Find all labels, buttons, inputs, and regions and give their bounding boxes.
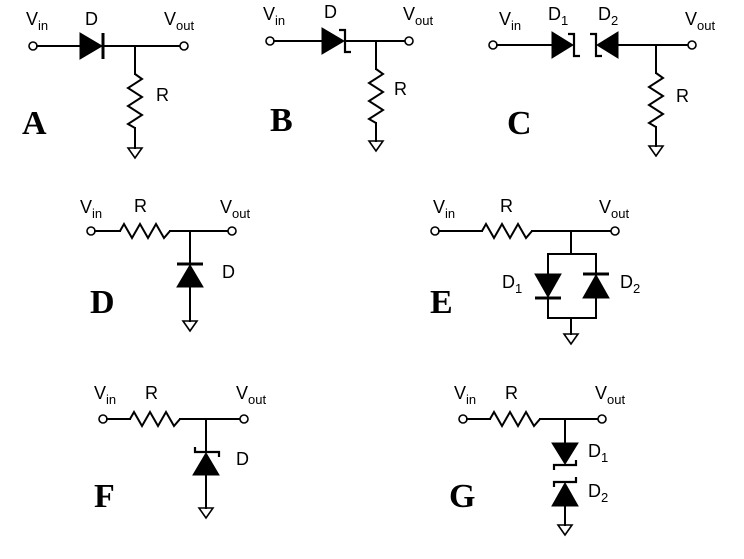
circuit-a: Vin D Vout R A — [22, 9, 194, 160]
vin-terminal — [265, 36, 275, 46]
diode-1-label: D1 — [588, 441, 608, 465]
vout-terminal — [239, 414, 249, 424]
vin-label: Vin — [80, 197, 102, 221]
vin-terminal — [488, 40, 498, 50]
circuit-letter-g: G — [449, 478, 475, 515]
circuit-g: Vin R Vout D1 D2 G — [449, 383, 625, 537]
resistor-symbol — [647, 72, 665, 128]
resistor-symbol — [367, 68, 385, 124]
circuit-letter-e: E — [430, 284, 453, 321]
zener-diode-2-symbol — [551, 481, 579, 507]
vin-terminal — [98, 414, 108, 424]
resistor-symbol — [489, 409, 541, 429]
ground-symbol — [562, 333, 580, 346]
ground-symbol — [367, 140, 385, 153]
vin-terminal — [430, 226, 440, 236]
diode-2-label: D2 — [588, 481, 608, 505]
diode-symbol — [176, 264, 204, 288]
diode-label: D — [85, 9, 98, 29]
zener-diode-2-symbol — [596, 31, 619, 59]
vout-label: Vout — [599, 197, 629, 221]
resistor-symbol — [129, 409, 181, 429]
vin-label: Vin — [263, 4, 285, 28]
vin-label: Vin — [26, 9, 48, 33]
resistor-label: R — [145, 383, 158, 403]
diode-label: D — [236, 449, 249, 469]
circuit-e: Vin R Vout D1 D2 E — [430, 196, 640, 346]
ground-symbol — [556, 524, 574, 537]
ground-symbol — [126, 147, 144, 160]
diode-2-label: D2 — [620, 272, 640, 296]
vout-terminal — [687, 40, 697, 50]
vin-terminal — [458, 414, 468, 424]
vout-terminal — [227, 226, 237, 236]
circuit-d: Vin R Vout D D — [80, 196, 250, 333]
circuit-letter-a: A — [22, 105, 47, 142]
circuit-f: Vin R Vout D F — [94, 383, 266, 520]
circuit-letter-d: D — [90, 284, 115, 321]
circuit-c: Vin D1 D2 Vout R C — [488, 4, 715, 158]
circuit-letter-b: B — [270, 102, 293, 139]
resistor-label: R — [676, 86, 689, 106]
ground-symbol — [181, 320, 199, 333]
resistor-symbol — [481, 221, 533, 241]
circuit-b: Vin D Vout R B — [263, 2, 433, 153]
vout-label: Vout — [236, 383, 266, 407]
vin-label: Vin — [499, 9, 521, 33]
resistor-label: R — [500, 196, 513, 216]
vout-label: Vout — [164, 9, 194, 33]
diode-1-symbol — [534, 273, 562, 299]
vout-label: Vout — [685, 9, 715, 33]
zener-diode-symbol — [321, 27, 345, 55]
diode-symbol — [79, 32, 103, 60]
diode-2-symbol — [582, 273, 610, 299]
vout-terminal — [597, 414, 607, 424]
vin-terminal — [28, 41, 38, 51]
diode-1-label: D1 — [502, 272, 522, 296]
ground-symbol — [197, 507, 215, 520]
vin-label: Vin — [454, 383, 476, 407]
resistor-label: R — [505, 383, 518, 403]
vout-terminal — [404, 36, 414, 46]
vin-label: Vin — [433, 197, 455, 221]
zener-diode-1-symbol — [551, 31, 574, 59]
resistor-symbol — [119, 221, 171, 241]
circuit-letter-f: F — [94, 478, 115, 515]
diode-2-label: D2 — [598, 4, 618, 28]
diode-label: D — [222, 262, 235, 282]
vout-label: Vout — [403, 4, 433, 28]
zener-diode-symbol — [192, 452, 220, 476]
diode-1-label: D1 — [548, 4, 568, 28]
diode-label: D — [324, 2, 337, 22]
vin-terminal — [86, 226, 96, 236]
resistor-label: R — [134, 196, 147, 216]
vout-terminal — [610, 226, 620, 236]
vin-label: Vin — [94, 383, 116, 407]
ground-symbol — [647, 145, 665, 158]
vout-label: Vout — [595, 383, 625, 407]
resistor-label: R — [394, 79, 407, 99]
vout-terminal — [179, 41, 189, 51]
circuit-letter-c: C — [507, 105, 532, 142]
resistor-label: R — [156, 85, 169, 105]
zener-diode-1-symbol — [551, 442, 579, 465]
resistor-symbol — [126, 73, 144, 129]
vout-label: Vout — [220, 197, 250, 221]
